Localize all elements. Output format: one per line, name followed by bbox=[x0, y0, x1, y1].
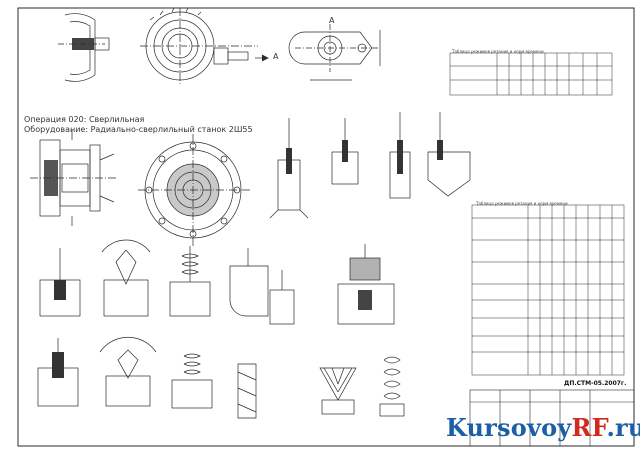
watermark-part-ru: .ru bbox=[606, 413, 640, 442]
operation-title: Операция 020: Сверлильная bbox=[24, 115, 145, 124]
arrow-a-label: А bbox=[273, 52, 279, 61]
sheet-frame bbox=[17, 7, 635, 447]
top-section-view bbox=[58, 13, 110, 82]
view-a-label: А bbox=[329, 16, 335, 25]
housing-section-view bbox=[30, 130, 118, 226]
top-table-title: Таблица режимов резания и норм времени bbox=[452, 49, 544, 54]
document-code: ДП.СТМ-05.2007г. bbox=[564, 380, 627, 387]
operation-sketches bbox=[269, 112, 471, 219]
right-table-title: Таблица режимов резания и норм времени bbox=[476, 201, 568, 206]
operation-subtitle: Оборудование: Радиально-сверлильный стан… bbox=[24, 125, 253, 134]
watermark-part-rf: RF bbox=[571, 413, 607, 442]
title-block bbox=[469, 389, 635, 447]
process-sketches-row1 bbox=[39, 239, 395, 325]
process-sketches-row2 bbox=[37, 336, 405, 419]
top-table bbox=[449, 52, 613, 96]
view-a-part bbox=[288, 24, 381, 81]
watermark-part-kursovoy: Kursovoy bbox=[446, 413, 572, 442]
flange-face-view bbox=[138, 134, 250, 246]
watermark-brand: KursovoyRF.ru bbox=[446, 413, 640, 442]
top-ring-view bbox=[140, 7, 269, 85]
right-table bbox=[471, 204, 625, 376]
